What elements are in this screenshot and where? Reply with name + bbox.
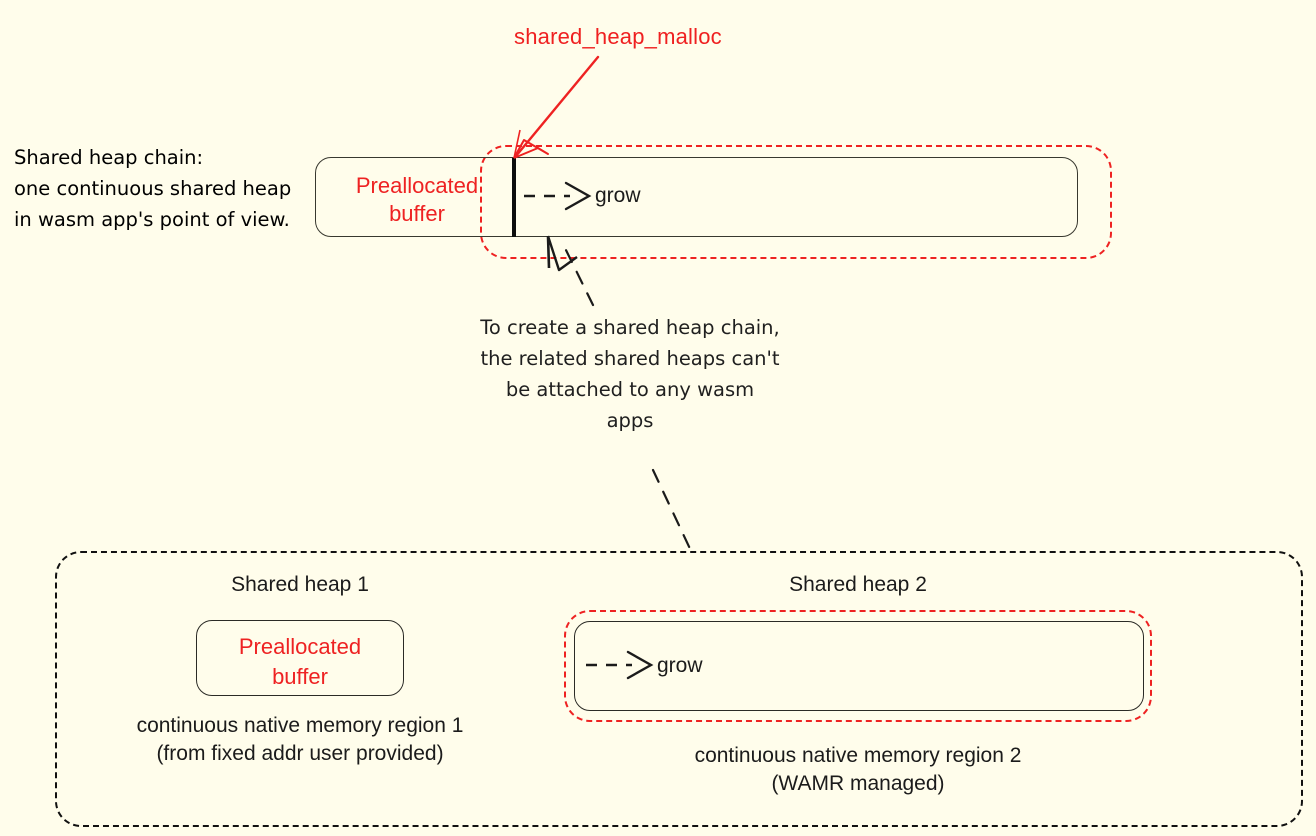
shared-heap-2-box — [574, 621, 1144, 711]
native-memory-region-2-caption: continuous native memory region 2 (WAMR … — [658, 742, 1058, 798]
top-preallocated-buffer-label: Preallocated buffer — [337, 172, 497, 228]
shared-heap-chain-caption: Shared heap chain: one continuous shared… — [14, 142, 291, 235]
top-preallocated-line-2: buffer — [389, 201, 445, 226]
region-1-caption-line-2: (from fixed addr user provided) — [156, 742, 444, 765]
caption-line-3: in wasm app's point of view. — [14, 208, 290, 231]
shared-heap-malloc-arrow-icon — [513, 55, 600, 159]
caption-line-2: one continuous shared heap — [14, 177, 292, 200]
note-to-group-leader-icon — [651, 468, 694, 555]
shared-heap-2-red-dashed-region — [564, 610, 1152, 722]
region-2-caption-line-1: continuous native memory region 2 — [694, 744, 1022, 767]
native-memory-region-1-caption: continuous native memory region 1 (from … — [100, 712, 500, 768]
shared-heap-2-title: Shared heap 2 — [789, 573, 927, 596]
top-preallocated-line-1: Preallocated — [355, 173, 479, 198]
region-2-caption-line-2: (WAMR managed) — [771, 772, 945, 795]
shared-heap-1-box — [196, 620, 404, 696]
top-grow-label: grow — [595, 184, 641, 207]
top-red-dashed-region — [480, 145, 1112, 259]
heap-boundary-divider — [512, 158, 516, 237]
region-1-caption-line-1: continuous native memory region 1 — [136, 714, 464, 737]
shared-heap-1-buffer-label: Preallocated buffer — [196, 632, 404, 692]
shared-heap-2-grow-label: grow — [657, 654, 703, 677]
caption-line-1: Shared heap chain: — [14, 146, 204, 169]
bottom-preallocated-line-1: Preallocated — [238, 634, 362, 659]
bottom-preallocated-line-2: buffer — [272, 664, 328, 689]
shared-heap-1-title: Shared heap 1 — [231, 573, 369, 596]
shared-heap-chain-note: To create a shared heap chain, the relat… — [480, 316, 780, 432]
shared-heap-malloc-label: shared_heap_malloc — [514, 24, 722, 49]
top-continuous-heap-box — [315, 157, 1078, 237]
